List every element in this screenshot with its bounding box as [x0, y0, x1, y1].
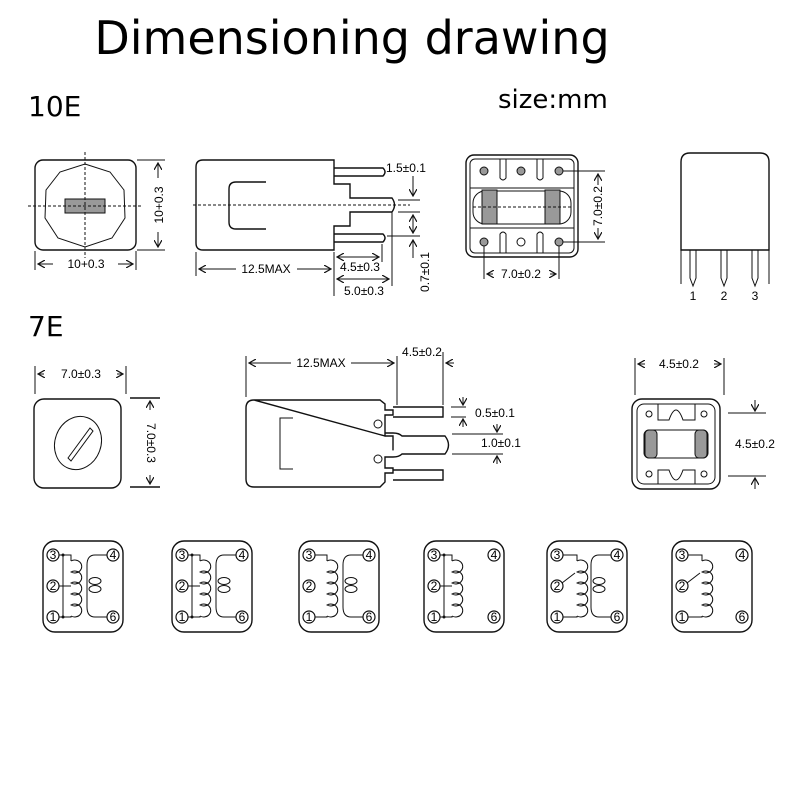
7e-length-dim: 12.5MAX — [296, 356, 345, 370]
pin-circle — [175, 579, 189, 593]
pin-label: 1 — [431, 610, 438, 624]
pin-circle — [46, 579, 60, 593]
10e-pin-long-dim: 5.0±0.3 — [344, 284, 384, 298]
pin-label: 4 — [491, 548, 498, 562]
schematic-6: 3 4 2 1 6 — [671, 540, 753, 633]
pin-number-1: 1 — [690, 289, 697, 303]
pin-circle — [550, 610, 564, 624]
pin-circle — [175, 610, 189, 624]
pin-circle — [735, 548, 749, 562]
pin-circle — [427, 579, 441, 593]
pin-label: 3 — [306, 548, 313, 562]
10e-top-view: 10+0.3 10+0.3 — [28, 152, 166, 271]
10e-pin-short-dim: 4.5±0.3 — [340, 260, 380, 274]
pin-circle — [235, 610, 249, 624]
7e-pin-width-dim: 1.0±0.1 — [481, 436, 521, 450]
pin-circle — [550, 579, 564, 593]
10e-top-width-dim: 10+0.3 — [67, 257, 104, 271]
pin-label: 3 — [431, 548, 438, 562]
pin-circle — [550, 548, 564, 562]
10e-pin-width-dim: 0.7±0.1 — [418, 252, 432, 292]
pin-schematics: 3 4 2 1 6 3 4 2 1 6 3 4 2 1 6 3 4 2 1 6 3 4 2 1 6 3 4 2 1 6 — [42, 540, 753, 633]
pin-label: 2 — [50, 579, 57, 593]
pin-circle — [302, 579, 316, 593]
pin-circle — [235, 548, 249, 562]
pin-label: 2 — [554, 579, 561, 593]
pin-number-3: 3 — [752, 289, 759, 303]
pin-circle — [46, 610, 60, 624]
pin-label: 2 — [431, 579, 438, 593]
7e-pin-length-dim: 4.5±0.2 — [402, 345, 442, 359]
7e-side-view: 12.5MAX 4.5±0.2 0.5±0.1 1.0±0.1 — [245, 345, 521, 488]
pin-circle — [302, 610, 316, 624]
7e-bottom-view: 4.5±0.2 4.5±0.2 — [631, 357, 775, 490]
10e-top-height-dim: 10+0.3 — [152, 186, 166, 223]
pin-circle — [362, 548, 376, 562]
pin-label: 1 — [50, 610, 57, 624]
schematic-3: 3 4 2 1 6 — [298, 540, 380, 633]
pin-label: 1 — [179, 610, 186, 624]
section-label-10e: 10E — [28, 90, 81, 123]
pin-circle — [362, 610, 376, 624]
pin-label: 2 — [679, 579, 686, 593]
pin-circle — [610, 548, 624, 562]
pin-number-2: 2 — [721, 289, 728, 303]
10e-length-dim: 12.5MAX — [241, 262, 290, 276]
pin-label: 4 — [739, 548, 746, 562]
pin-label: 3 — [554, 548, 561, 562]
pin-label: 6 — [739, 610, 746, 624]
pin-circle — [487, 610, 501, 624]
pin-circle — [175, 548, 189, 562]
pin-circle — [675, 548, 689, 562]
7e-bottom-width-dim: 4.5±0.2 — [659, 357, 699, 371]
section-label-7e: 7E — [28, 310, 64, 343]
pin-label: 4 — [366, 548, 373, 562]
7e-top-width-dim: 7.0±0.3 — [61, 367, 101, 381]
pin-circle — [610, 610, 624, 624]
pin-label: 2 — [179, 579, 186, 593]
unit-label: size:mm — [498, 85, 608, 115]
pin-label: 3 — [679, 548, 686, 562]
pin-label: 4 — [239, 548, 246, 562]
pin-label: 6 — [366, 610, 373, 624]
7e-top-height-dim: 7.0±0.3 — [144, 423, 158, 463]
page-title: Dimensioning drawing — [94, 11, 609, 65]
7e-top-view: 7.0±0.3 7.0±0.3 — [33, 366, 160, 489]
10e-pin-spacing-dim: 1.5±0.1 — [386, 161, 426, 175]
pin-circle — [106, 610, 120, 624]
pin-circle — [675, 610, 689, 624]
pin-label: 3 — [179, 548, 186, 562]
pin-label: 1 — [679, 610, 686, 624]
10e-side-view: 1.5±0.1 0.7±0.1 12.5MAX 4.5±0.3 5.0±0.3 — [193, 159, 432, 298]
pin-label: 2 — [306, 579, 313, 593]
pin-label: 6 — [239, 610, 246, 624]
pin-label: 4 — [614, 548, 621, 562]
pin-label: 1 — [554, 610, 561, 624]
schematic-5: 3 4 2 1 6 — [546, 540, 628, 633]
pin-circle — [46, 548, 60, 562]
pin-circle — [487, 548, 501, 562]
pin-label: 6 — [491, 610, 498, 624]
pin-circle — [735, 610, 749, 624]
10e-bottom-width-dim: 7.0±0.2 — [501, 267, 541, 281]
10e-front-view: 1 2 3 — [680, 152, 770, 303]
pin-label: 3 — [50, 548, 57, 562]
7e-bottom-height-dim: 4.5±0.2 — [735, 437, 775, 451]
10e-bottom-height-dim: 7.0±0.2 — [591, 186, 605, 226]
schematic-4: 3 4 2 1 6 — [423, 540, 505, 633]
pin-label: 6 — [614, 610, 621, 624]
pin-label: 1 — [306, 610, 313, 624]
pin-circle — [302, 548, 316, 562]
pin-circle — [427, 548, 441, 562]
schematic-1: 3 4 2 1 6 — [42, 540, 124, 633]
10e-bottom-view: 7.0±0.2 7.0±0.2 — [465, 154, 605, 281]
pin-circle — [675, 579, 689, 593]
7e-pin-thickness-dim: 0.5±0.1 — [475, 406, 515, 420]
pin-circle — [427, 610, 441, 624]
pin-label: 6 — [110, 610, 117, 624]
pin-circle — [106, 548, 120, 562]
schematic-2: 3 4 2 1 6 — [171, 540, 253, 633]
pin-label: 4 — [110, 548, 117, 562]
